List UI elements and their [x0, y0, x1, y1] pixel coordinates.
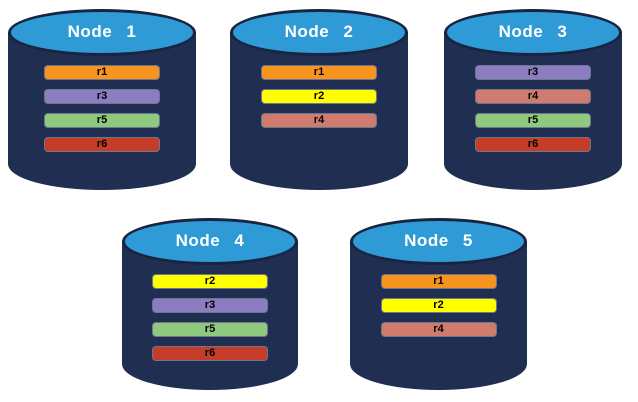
- node-cylinder: Node 3 r3 r4 r5 r6: [444, 9, 622, 190]
- cylinder-body: [350, 241, 527, 390]
- node-title: Node 2: [284, 21, 354, 41]
- cylinder-body: [122, 241, 298, 390]
- replica-bar-stack: r1 r3 r5 r6: [8, 66, 196, 151]
- cylinder-body: [230, 32, 408, 190]
- replica-bar-r1: r1: [381, 275, 496, 288]
- replica-bar-r1: r1: [45, 66, 159, 79]
- node-cylinder: Node 5 r1 r2 r4: [350, 218, 527, 390]
- replica-bar-r5: r5: [45, 114, 159, 127]
- replica-bar-r4: r4: [476, 90, 590, 103]
- replica-bar-r3: r3: [45, 90, 159, 103]
- node-cylinder: Node 1 r1 r3 r5 r6: [8, 9, 196, 190]
- cylinder-top: Node 5: [350, 218, 527, 265]
- replica-bar-r2: r2: [381, 299, 496, 312]
- replica-bar-r6: r6: [476, 138, 590, 151]
- cylinder-body: [8, 32, 196, 190]
- replica-bar-r6: r6: [45, 138, 159, 151]
- replica-bar-stack: r1 r2 r4: [350, 275, 527, 336]
- replica-bar-r2: r2: [262, 90, 376, 103]
- node-cylinder: Node 2 r1 r2 r4: [230, 9, 408, 190]
- replica-bar-r2: r2: [153, 275, 267, 288]
- node-title: Node 4: [175, 230, 245, 250]
- replica-bar-stack: r3 r4 r5 r6: [444, 66, 622, 151]
- cylinder-top: Node 4: [122, 218, 298, 265]
- cylinder-top: Node 2: [230, 9, 408, 56]
- replica-bar-r4: r4: [262, 114, 376, 127]
- cylinder-top: Node 3: [444, 9, 622, 56]
- node-title: Node 1: [67, 21, 137, 41]
- replica-bar-r3: r3: [153, 299, 267, 312]
- replica-bar-r5: r5: [153, 323, 267, 336]
- cylinder-body: [444, 32, 622, 190]
- replica-bar-r4: r4: [381, 323, 496, 336]
- replica-bar-r6: r6: [153, 347, 267, 360]
- node-title: Node 3: [498, 21, 568, 41]
- replica-bar-stack: r2 r3 r5 r6: [122, 275, 298, 360]
- node-title: Node 5: [404, 230, 473, 250]
- node-cylinder: Node 4 r2 r3 r5 r6: [122, 218, 298, 390]
- replica-bar-r5: r5: [476, 114, 590, 127]
- replica-bar-r3: r3: [476, 66, 590, 79]
- replica-bar-r1: r1: [262, 66, 376, 79]
- cylinder-top: Node 1: [8, 9, 196, 56]
- replica-bar-stack: r1 r2 r4: [230, 66, 408, 127]
